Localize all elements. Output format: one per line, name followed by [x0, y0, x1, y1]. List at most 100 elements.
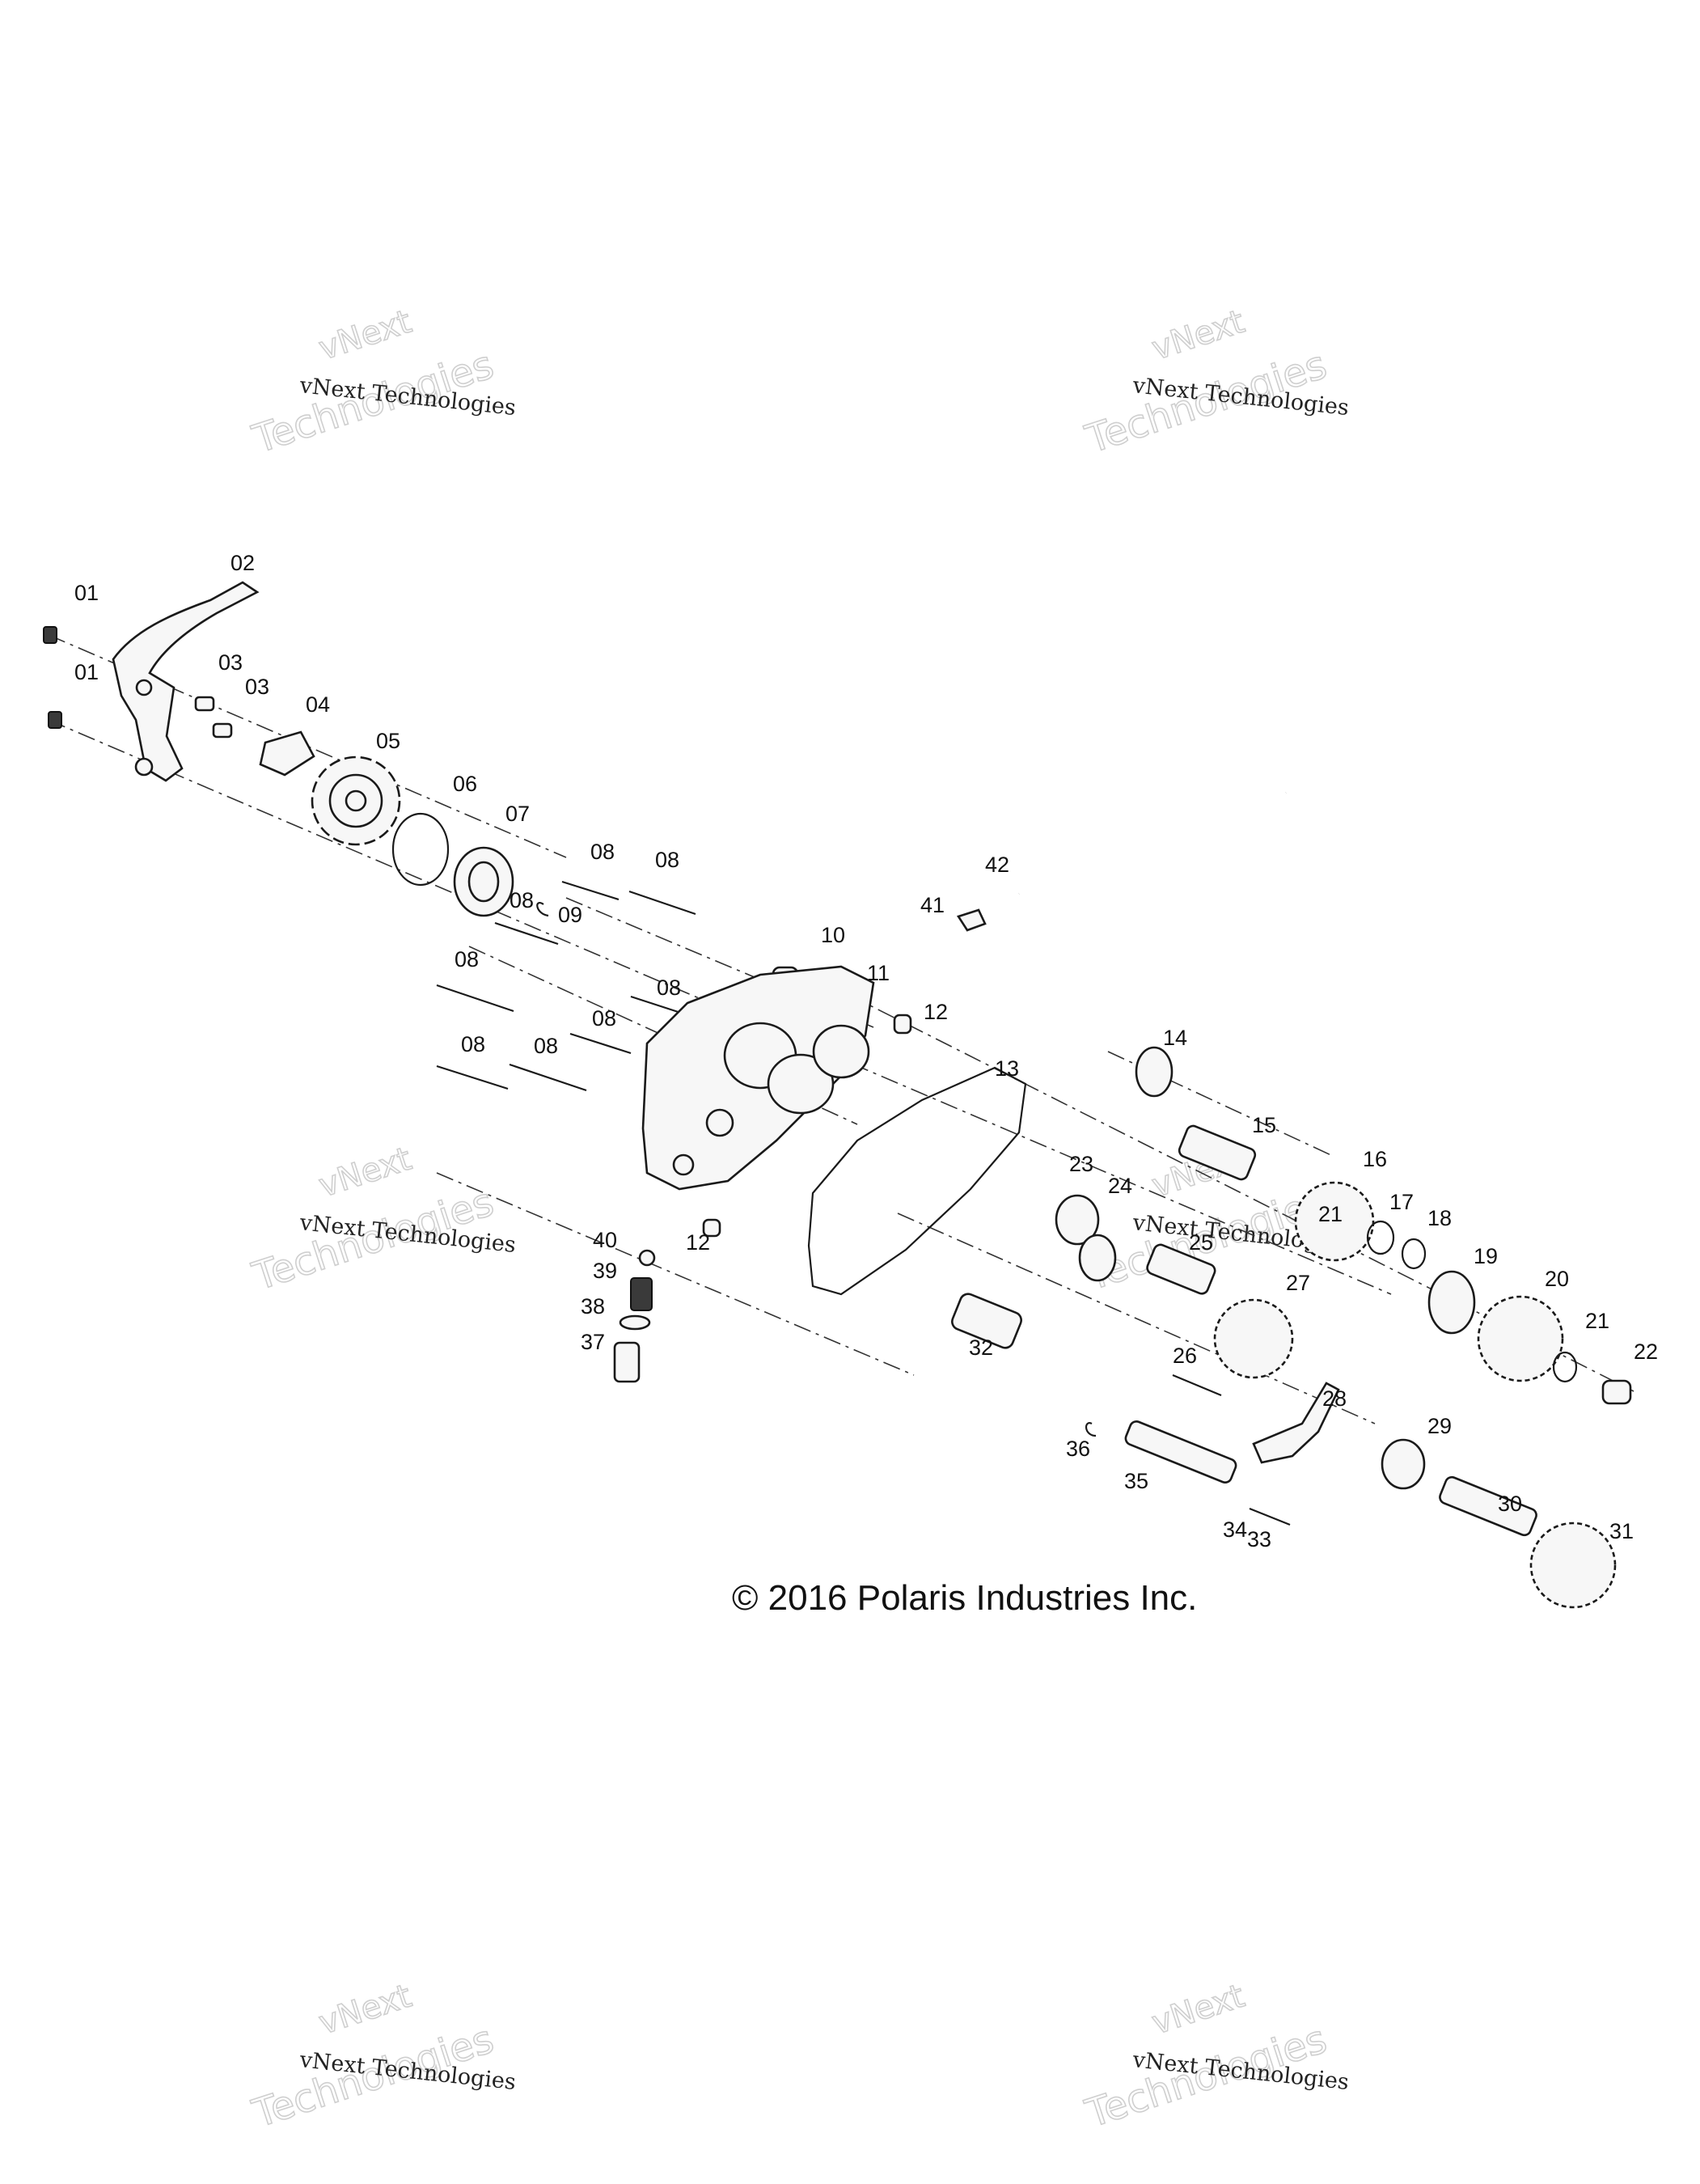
- callout-20: 20: [1545, 1267, 1569, 1291]
- part-41-clamp: [956, 908, 987, 932]
- watermark-bottom-right: vNext Technologies vNext Technologies: [1080, 1977, 1351, 2138]
- part-26-rod: [1172, 1373, 1222, 1397]
- callout-36: 36: [1066, 1437, 1090, 1461]
- part-07-bearing: [453, 846, 514, 917]
- callout-11: 11: [867, 961, 890, 985]
- callout-08: 08: [510, 888, 534, 912]
- svg-text:vNext: vNext: [1148, 1978, 1249, 2042]
- part-23-bearing: [1055, 1194, 1100, 1246]
- part-17-washer: [1366, 1220, 1395, 1255]
- callout-17: 17: [1389, 1190, 1414, 1214]
- part-13-gasket: [807, 1066, 1027, 1296]
- part-20-gear: [1477, 1295, 1564, 1382]
- callout-15: 15: [1252, 1113, 1276, 1137]
- part-21-washer: [1552, 1351, 1578, 1383]
- part-19-hub: [1427, 1270, 1476, 1335]
- part-18-snap-ring: [1401, 1238, 1427, 1270]
- callout-08: 08: [657, 976, 681, 1000]
- part-06-snap-ring: [391, 812, 450, 887]
- callout-08: 08: [455, 947, 479, 971]
- part-04-retainer-plate: [259, 730, 315, 777]
- callout-28: 28: [1322, 1386, 1347, 1411]
- part-29-bearing: [1381, 1438, 1426, 1490]
- callout-31: 31: [1609, 1519, 1634, 1543]
- part-42-tube: [1017, 788, 1288, 899]
- callout-35: 35: [1124, 1469, 1148, 1493]
- part-24-seal: [1078, 1234, 1117, 1282]
- svg-text:vNext: vNext: [315, 1978, 416, 2042]
- svg-text:vNext: vNext: [1148, 303, 1249, 368]
- callout-27: 27: [1286, 1271, 1310, 1295]
- callout-26: 26: [1173, 1344, 1197, 1368]
- callout-42: 42: [985, 853, 1009, 877]
- callout-16: 16: [1363, 1147, 1387, 1171]
- callout-10: 10: [821, 923, 845, 947]
- part-08-bolt: [436, 880, 696, 1092]
- watermark-middle-left: vNext Technologies vNext Technologies: [247, 1140, 518, 1301]
- callout-37: 37: [581, 1330, 605, 1354]
- part-12-dowel: [893, 1014, 912, 1035]
- watermark-bottom-left: vNext Technologies vNext Technologies: [247, 1977, 518, 2138]
- callout-30: 30: [1498, 1492, 1522, 1516]
- callout-23: 23: [1069, 1152, 1093, 1176]
- part-37-40-plunger-stack: [613, 1249, 656, 1383]
- callout-22: 22: [1634, 1340, 1658, 1364]
- part-15-input-shaft: [1178, 1124, 1257, 1181]
- callout-25: 25: [1189, 1230, 1213, 1255]
- callout-08: 08: [655, 848, 679, 872]
- part-11-housing-cover: [641, 965, 875, 1191]
- callout-29: 29: [1427, 1414, 1452, 1438]
- callout-40: 40: [593, 1228, 617, 1252]
- part-02-chain-guard: [112, 581, 260, 782]
- svg-text:vNext: vNext: [315, 303, 416, 368]
- copyright-notice: © 2016 Polaris Industries Inc.: [732, 1578, 1197, 1618]
- part-27-gear: [1213, 1298, 1294, 1379]
- svg-text:vNext: vNext: [315, 1141, 416, 1205]
- part-33-35-shaft-assembly: [1124, 1420, 1291, 1526]
- callout-06: 06: [453, 772, 477, 796]
- callout-08: 08: [592, 1006, 616, 1031]
- callout-18: 18: [1427, 1206, 1452, 1230]
- callout-14: 14: [1163, 1026, 1187, 1050]
- part-25-shaft: [1146, 1243, 1216, 1295]
- callout-21: 21: [1318, 1202, 1343, 1226]
- part-03-bolt: [194, 696, 233, 739]
- callout-12: 12: [924, 1000, 948, 1024]
- callout-32: 32: [969, 1335, 993, 1360]
- callout-03: 03: [218, 650, 243, 675]
- part-28-shift-fork: [1252, 1382, 1340, 1464]
- callout-02: 02: [230, 551, 255, 575]
- callout-01: 01: [74, 581, 99, 605]
- callout-21: 21: [1585, 1309, 1609, 1333]
- part-22-bushing: [1601, 1379, 1632, 1405]
- part-12-dowel: [702, 1218, 721, 1238]
- callout-34: 34: [1223, 1517, 1247, 1542]
- callout-33: 33: [1247, 1527, 1271, 1551]
- callout-09: 09: [558, 903, 582, 927]
- callout-03: 03: [245, 675, 269, 699]
- part-36-clip: [1085, 1422, 1097, 1437]
- part-30-output-shaft: [1439, 1475, 1537, 1537]
- callout-41: 41: [920, 893, 945, 917]
- callout-01: 01: [74, 660, 99, 684]
- part-31-gear: [1529, 1522, 1617, 1609]
- callout-08: 08: [590, 840, 615, 864]
- callout-12: 12: [686, 1230, 710, 1255]
- part-09-clip: [536, 902, 549, 917]
- callout-04: 04: [306, 692, 330, 717]
- callout-08: 08: [534, 1034, 558, 1058]
- part-32-shift-drum: [951, 1293, 1022, 1349]
- watermark-top-left: vNext Technologies vNext Technologies: [247, 303, 518, 463]
- watermark-top-right: vNext Technologies vNext Technologies: [1080, 303, 1351, 463]
- callout-38: 38: [581, 1294, 605, 1318]
- callout-13: 13: [995, 1056, 1019, 1081]
- callout-39: 39: [593, 1259, 617, 1283]
- part-05-sprocket: [311, 756, 401, 846]
- part-16-gear: [1294, 1181, 1375, 1262]
- callout-24: 24: [1108, 1174, 1132, 1198]
- callout-07: 07: [505, 802, 530, 826]
- part-14-bearing: [1135, 1046, 1174, 1098]
- callout-19: 19: [1474, 1244, 1498, 1268]
- callout-labels: 01 01 02 03 03 04 05 06 07 08 08 08 09 0…: [74, 551, 1658, 1551]
